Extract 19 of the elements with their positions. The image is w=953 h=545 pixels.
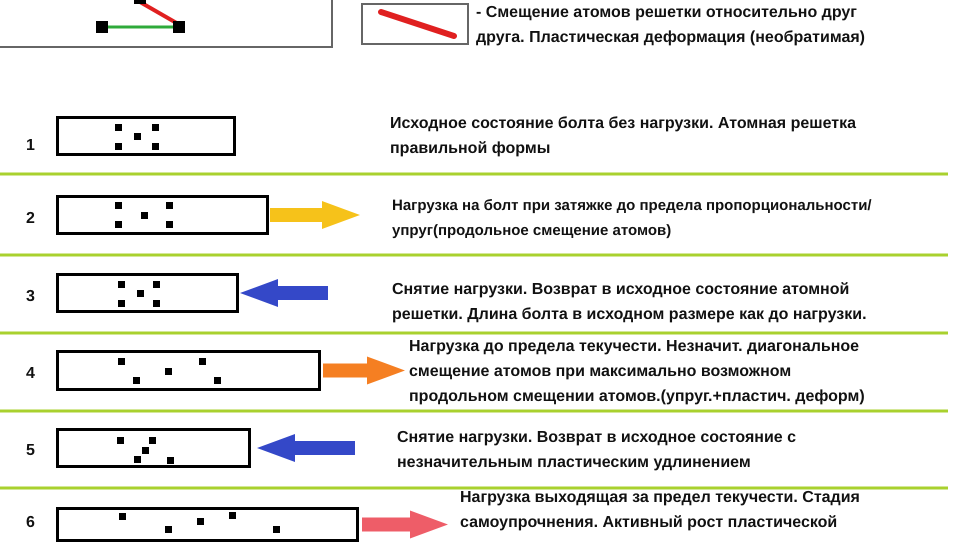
description-text: Нагрузка выходящая за предел текучести. Стадия самоупрочнения. Активный рост пластической	[460, 488, 861, 533]
description-text: Снятие нагрузки. Возврат в исходное состояние атомной решетки. Длина болта в исходном размере как до нагрузки.	[392, 280, 868, 325]
bolt-bar	[56, 195, 269, 235]
legend-text: - Смещение атомов решетки относительно друг друга. Пластическая деформация (необратимая)	[476, 3, 866, 48]
description-text: Исходное состояние болта без нагрузки. Атомная решетка правильной формы	[390, 114, 858, 159]
row-number: 1	[26, 136, 35, 156]
row-number: 5	[26, 441, 35, 461]
bolt-bar	[56, 507, 359, 542]
row-number: 3	[26, 287, 35, 307]
bolt-bar	[56, 273, 239, 313]
row-number: 6	[26, 513, 35, 533]
row-number: 4	[26, 364, 35, 384]
bolt-bar	[56, 428, 251, 468]
description-text: Снятие нагрузки. Возврат в исходное состояние с незначительным пластическим удлинением	[397, 428, 798, 473]
row-number: 2	[26, 209, 35, 229]
description-text: Нагрузка до предела текучести. Незначит. диагональное смещение атомов при максимально возможном продольном смещении атомов.(упруг.+пластич. деформ)	[409, 337, 866, 407]
description-text: Нагрузка на болт при затяжке до предела пропорциональности/упруг(продольное смещение атомов)	[392, 196, 873, 241]
bolt-bar	[56, 116, 236, 156]
bolt-bar	[56, 350, 321, 391]
